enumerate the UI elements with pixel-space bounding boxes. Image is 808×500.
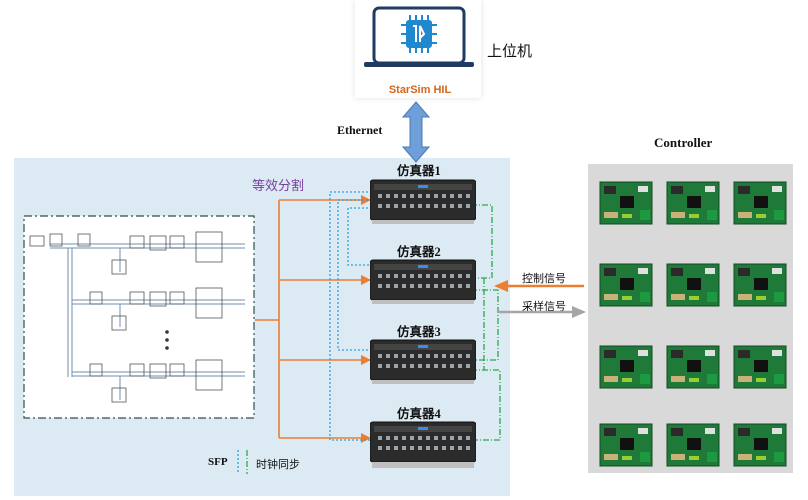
ethernet-arrow [401, 101, 431, 163]
signal-arrows [494, 280, 586, 318]
simulator-label-3: 仿真器3 [397, 325, 441, 339]
control-signal-label: 控制信号 [522, 272, 566, 285]
legend-line-icon [237, 450, 248, 474]
controller-boards [599, 181, 787, 467]
controller-title: Controller [654, 135, 713, 150]
simulator-label-2: 仿真器2 [397, 245, 441, 259]
sampling-signal-arrowhead [572, 306, 586, 318]
host-brand: StarSim HIL [388, 84, 452, 96]
partition-label: 等效分割 [252, 179, 305, 194]
ethernet-label: Ethernet [337, 123, 383, 137]
laptop-chip-icon [364, 6, 474, 67]
control-signal-arrowhead [494, 280, 508, 292]
simulator-unit-4 [370, 421, 476, 468]
simulator-unit-2 [370, 259, 476, 304]
simulator-label-4: 仿真器4 [397, 407, 441, 421]
partition-arrows [255, 195, 371, 443]
power-circuit-schematic-icon [23, 215, 255, 419]
host-label: 上位机 [487, 42, 533, 60]
legend-sfp-label: SFP [208, 456, 228, 468]
interconnect-lines [329, 191, 501, 441]
simulator-label-1: 仿真器1 [397, 164, 441, 178]
simulator-unit-1 [370, 179, 476, 224]
sampling-signal-label: 采样信号 [522, 300, 566, 313]
simulator-unit-3 [370, 339, 476, 384]
legend-clock-label: 时钟同步 [256, 458, 300, 471]
